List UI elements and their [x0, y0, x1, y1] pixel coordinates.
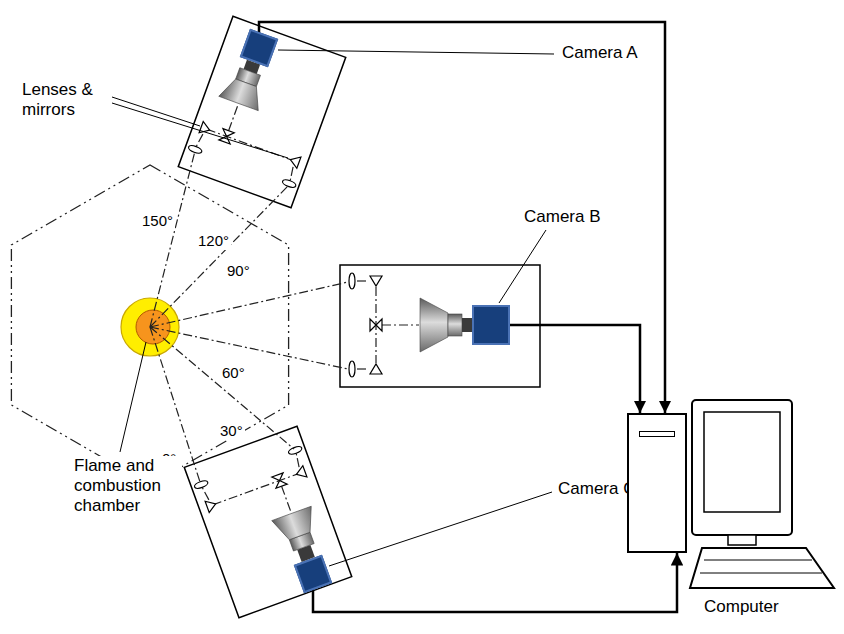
lens — [288, 445, 303, 455]
angle-label: 30° — [218, 422, 245, 440]
mirror — [370, 364, 382, 374]
camera-label: Camera A — [560, 43, 640, 63]
keyboard — [690, 548, 834, 588]
lens — [349, 361, 355, 377]
optical-path — [281, 485, 290, 510]
monitor — [692, 400, 792, 535]
keyboard-keys — [704, 560, 812, 561]
mirror — [205, 498, 218, 512]
view-line — [150, 186, 288, 327]
signal-cable — [313, 553, 677, 612]
mirror — [221, 129, 234, 139]
mirror — [272, 473, 285, 483]
leader-line — [329, 492, 552, 566]
mirror — [274, 479, 287, 489]
camera-node: Camera B — [472, 305, 510, 345]
camera-body — [472, 305, 510, 345]
lens-barrel — [462, 318, 472, 332]
camera-label: Camera C — [556, 479, 637, 499]
device-label: Computer — [702, 597, 781, 617]
part-label: Lenses & mirrors — [20, 80, 108, 120]
mirror — [376, 319, 382, 331]
view-line — [150, 282, 348, 327]
mirror — [370, 276, 382, 286]
camera-panel — [184, 426, 351, 617]
lens — [349, 273, 355, 289]
leader-line — [499, 230, 546, 303]
optical-path — [228, 106, 237, 131]
lens — [282, 178, 297, 188]
optical-path — [196, 133, 203, 147]
drive-slot — [639, 431, 675, 437]
leader-line — [120, 342, 146, 452]
mirror — [288, 154, 301, 168]
optical-path — [202, 487, 209, 501]
leader-line — [278, 50, 554, 54]
optical-path — [213, 473, 299, 504]
angle-label: 150° — [140, 212, 175, 230]
leader-line — [112, 97, 200, 126]
view-line — [150, 327, 348, 369]
camera-body — [240, 29, 278, 67]
lens-barrel — [448, 314, 462, 336]
optical-path — [288, 167, 295, 181]
optical-path — [382, 324, 419, 325]
mirror — [370, 319, 376, 331]
view-line — [150, 327, 294, 449]
lens-cone — [219, 76, 266, 111]
computer-tower: Computer — [627, 413, 687, 553]
camera-label: Camera B — [522, 207, 603, 227]
mirror — [219, 134, 232, 144]
lens-cone — [420, 298, 448, 352]
leader-line — [112, 103, 288, 158]
lens — [194, 479, 209, 489]
signal-cable — [510, 325, 640, 413]
optical-path — [357, 280, 369, 281]
optical-path — [294, 453, 301, 467]
view-line — [150, 151, 195, 327]
angle-label: 90° — [225, 262, 252, 280]
angle-label: 120° — [196, 232, 231, 250]
panel-frame — [178, 16, 345, 207]
keyboard-keys — [700, 573, 822, 574]
angle-label: 60° — [220, 364, 247, 382]
monitor-stand — [728, 535, 756, 545]
signal-cable — [259, 22, 665, 413]
camera-body — [294, 555, 332, 593]
mirror — [294, 466, 307, 480]
lens — [188, 144, 203, 154]
camera-panel — [178, 16, 345, 207]
part-label: Flame and combustion chamber — [72, 456, 182, 516]
monitor-screen — [704, 412, 780, 512]
panel-frame — [184, 426, 351, 617]
camera-node: Camera C — [298, 559, 328, 589]
optical-path — [357, 368, 369, 369]
camera-node: Camera A — [244, 33, 274, 63]
lens-cone — [272, 506, 320, 543]
